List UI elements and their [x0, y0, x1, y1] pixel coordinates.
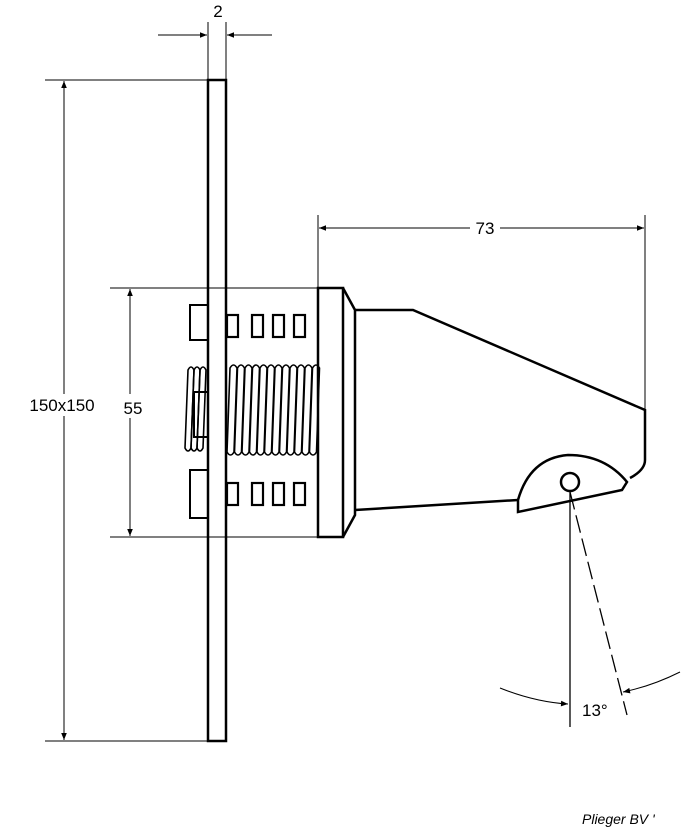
- dimension-angle: 13°: [499, 491, 681, 727]
- body-diameter-label: 55: [124, 399, 143, 418]
- dimension-body-diameter: 55: [110, 287, 318, 538]
- flange: [316, 286, 345, 539]
- nozzle-housing: [354, 308, 647, 512]
- dimension-plate-size: 150x150: [29, 79, 208, 742]
- spring-coil: [196, 366, 207, 452]
- dimension-plate-thickness: 2: [158, 2, 272, 80]
- plate-thickness-label: 2: [213, 2, 222, 21]
- upper-clip: [189, 304, 209, 341]
- lower-clip: [189, 469, 209, 519]
- mounting-plate: [206, 78, 228, 743]
- thread-coil: [308, 364, 321, 456]
- pivot-hole: [559, 471, 581, 493]
- copyright-text: Plieger BV ': [582, 811, 656, 827]
- thread: [184, 364, 321, 456]
- flange-taper: [341, 287, 357, 538]
- slots: [225, 313, 307, 507]
- spring-retainer: [193, 391, 209, 438]
- projection-label: 73: [476, 219, 495, 238]
- dimension-projection: 73: [317, 215, 646, 410]
- plate-size-label: 150x150: [29, 396, 94, 415]
- angle-label: 13°: [582, 701, 608, 720]
- pivot-nozzle: [516, 453, 629, 514]
